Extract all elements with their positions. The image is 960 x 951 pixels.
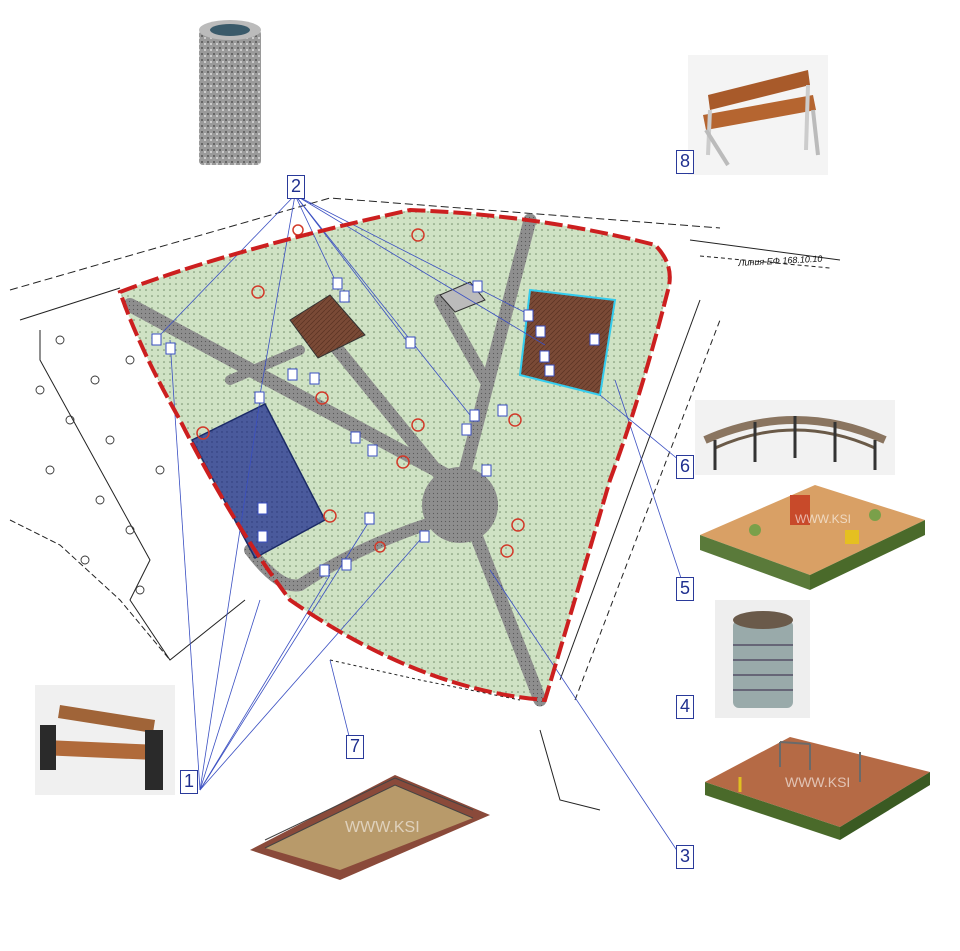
- park-bench-image: [688, 55, 828, 175]
- callout-7: 7: [346, 735, 364, 759]
- playground-brown: [518, 288, 617, 397]
- callout-3: 3: [676, 845, 694, 869]
- sports-field-image: WWW.KSI: [250, 775, 490, 880]
- plan-small-markers: [151, 277, 600, 577]
- context-tree-symbols: [35, 335, 165, 595]
- bench-image: [35, 685, 175, 795]
- workout-area-image: WWW.KSI: [705, 737, 930, 840]
- removal-markers: [196, 224, 525, 558]
- callout-5: 5: [676, 577, 694, 601]
- central-plaza: [422, 467, 498, 543]
- callout-2: 2: [287, 175, 305, 199]
- callout-4: 4: [676, 695, 694, 719]
- workout-area-brown: [289, 294, 366, 359]
- context-linework: [9, 197, 841, 811]
- callout-leader-lines: [159, 194, 686, 856]
- concrete-trash-bin-image: [199, 20, 261, 165]
- watermark: WWW.KSI: [795, 512, 851, 526]
- watermark: WWW.KSI: [345, 819, 420, 836]
- pergola-image: [695, 400, 895, 475]
- park-paths: [123, 213, 547, 707]
- metal-trash-bin-image: [715, 600, 810, 718]
- site-boundary: [117, 207, 672, 703]
- watermark: WWW.KSI: [785, 774, 850, 790]
- callout-8: 8: [676, 150, 694, 174]
- callout-6: 6: [676, 455, 694, 479]
- playground-image: WWW.KSI: [700, 485, 925, 590]
- callout-1: 1: [180, 770, 198, 794]
